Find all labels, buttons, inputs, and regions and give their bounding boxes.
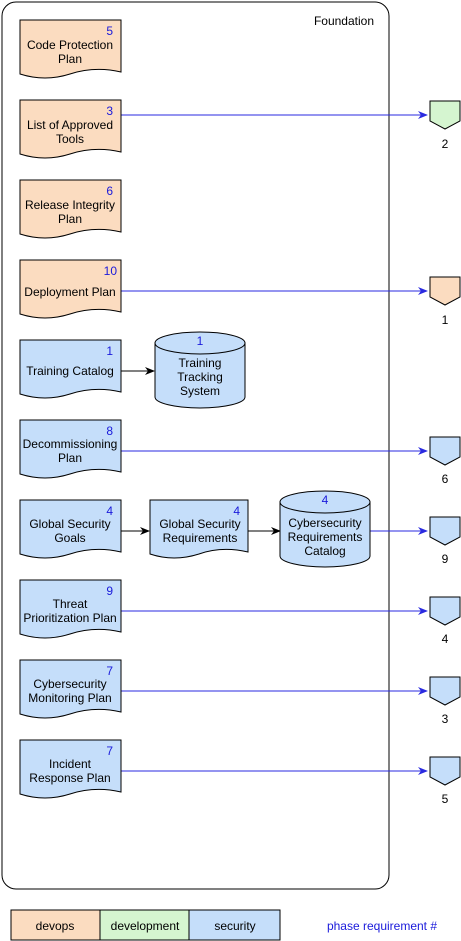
legend-security-label: security <box>214 919 255 933</box>
doc-label-line: Deployment Plan <box>24 285 115 299</box>
doc-release-integrity[interactable]: 6 Release Integrity Plan <box>19 179 122 239</box>
phase-shape <box>429 516 461 546</box>
legend-security-swatch <box>188 909 281 941</box>
doc-label-line: Requirements <box>163 531 238 545</box>
doc-shape <box>19 419 122 479</box>
phase-shape <box>429 436 461 466</box>
db-label-line: Cybersecurity <box>288 516 361 530</box>
phase-label: 9 <box>442 552 449 566</box>
phase-number: 3 <box>106 104 113 118</box>
db-label-line: Requirements <box>288 530 363 544</box>
phase-number: 9 <box>106 584 113 598</box>
doc-label-line: Cybersecurity <box>33 677 106 691</box>
phase-number: 4 <box>233 504 240 518</box>
db-label-line: Catalog <box>304 544 345 558</box>
doc-shape <box>19 339 122 399</box>
db-training-tracking[interactable]: 1 Training Tracking System <box>154 331 246 409</box>
legend-development-label: development <box>111 919 180 933</box>
db-cyber-catalog[interactable]: 4 Cybersecurity Requirements Catalog <box>279 490 371 568</box>
doc-label-line: Response Plan <box>29 771 110 785</box>
db-body <box>279 502 371 568</box>
phase-label: 5 <box>442 792 449 806</box>
phase-number: 1 <box>197 334 204 348</box>
doc-label-line: Global Security <box>29 517 110 531</box>
phase-marker-2[interactable]: 2 <box>429 100 461 151</box>
phase-number: 7 <box>106 664 113 678</box>
phase-shape <box>429 100 461 130</box>
phase-number: 10 <box>104 264 118 278</box>
phase-marker-9[interactable]: 9 <box>429 516 461 566</box>
phase-label: 6 <box>442 472 449 486</box>
phase-number: 4 <box>322 493 329 507</box>
phase-marker-5[interactable]: 5 <box>429 756 461 806</box>
doc-threat-prioritization[interactable]: 9 Threat Prioritization Plan <box>19 579 122 639</box>
doc-global-goals[interactable]: 4 Global Security Goals <box>19 499 122 559</box>
doc-deployment[interactable]: 10 Deployment Plan <box>19 259 122 319</box>
phase-number: 7 <box>106 744 113 758</box>
doc-shape <box>19 99 122 159</box>
doc-label-line: Decommissioning <box>23 437 118 451</box>
phase-marker-4[interactable]: 4 <box>429 596 461 646</box>
db-label-line: Tracking <box>177 370 223 384</box>
doc-decommissioning[interactable]: 8 Decommissioning Plan <box>19 419 122 479</box>
doc-label-line: Prioritization Plan <box>23 611 116 625</box>
db-body <box>154 343 246 409</box>
legend-devops-swatch <box>10 909 101 941</box>
doc-incident-response[interactable]: 7 Incident Response Plan <box>19 739 122 799</box>
foundation-title: Foundation <box>314 14 374 28</box>
doc-label-line: Monitoring Plan <box>28 691 111 705</box>
phase-marker-1[interactable]: 1 <box>429 276 461 327</box>
doc-label-line: List of Approved <box>27 118 113 132</box>
db-label-line: System <box>180 384 220 398</box>
doc-label-line: Global Security <box>159 517 240 531</box>
db-label-line: Training <box>179 356 222 370</box>
doc-global-requirements[interactable]: 4 Global Security Requirements <box>149 499 249 559</box>
phase-shape <box>429 276 461 306</box>
doc-shape <box>19 179 122 239</box>
phase-number: 6 <box>106 184 113 198</box>
phase-number: 8 <box>106 424 113 438</box>
connectors <box>121 111 428 775</box>
doc-code-protection[interactable]: 5 Code Protection Plan <box>19 19 122 79</box>
phase-number: 5 <box>106 24 113 38</box>
doc-shape <box>19 579 122 639</box>
doc-label-line: Plan <box>58 52 82 66</box>
phase-label: 3 <box>442 712 449 726</box>
doc-shape <box>149 499 249 559</box>
doc-label-line: Goals <box>54 531 85 545</box>
db-top <box>279 490 371 514</box>
doc-label-line: Plan <box>58 212 82 226</box>
doc-shape <box>19 659 122 719</box>
phase-marker-6[interactable]: 6 <box>429 436 461 486</box>
doc-label-line: Threat <box>53 597 88 611</box>
doc-label-line: Incident <box>49 757 92 771</box>
phase-label: 4 <box>442 632 449 646</box>
doc-shape <box>19 19 122 79</box>
doc-label-line: Code Protection <box>27 38 113 52</box>
phase-number: 1 <box>106 344 113 358</box>
phase-label: 2 <box>442 137 449 151</box>
doc-shape <box>19 499 122 559</box>
db-top <box>154 331 246 355</box>
doc-label-line: Tools <box>56 132 84 146</box>
doc-training-catalog[interactable]: 1 Training Catalog <box>19 339 122 399</box>
phase-shape <box>429 676 461 706</box>
doc-label-line: Plan <box>58 451 82 465</box>
doc-shape <box>19 739 122 799</box>
doc-label-line: Training Catalog <box>26 364 114 378</box>
doc-approved-tools[interactable]: 3 List of Approved Tools <box>19 99 122 159</box>
doc-shape <box>19 259 122 319</box>
phase-shape <box>429 756 461 786</box>
doc-monitoring[interactable]: 7 Cybersecurity Monitoring Plan <box>19 659 122 719</box>
legend-phase-note: phase requirement # <box>327 919 437 933</box>
legend-development-swatch <box>99 909 190 941</box>
legend: devops development security phase requir… <box>10 909 437 941</box>
doc-label-line: Release Integrity <box>25 198 115 212</box>
phase-marker-3[interactable]: 3 <box>429 676 461 726</box>
phase-shape <box>429 596 461 626</box>
phase-label: 1 <box>442 313 449 327</box>
legend-devops-label: devops <box>36 919 75 933</box>
phase-number: 4 <box>106 504 113 518</box>
